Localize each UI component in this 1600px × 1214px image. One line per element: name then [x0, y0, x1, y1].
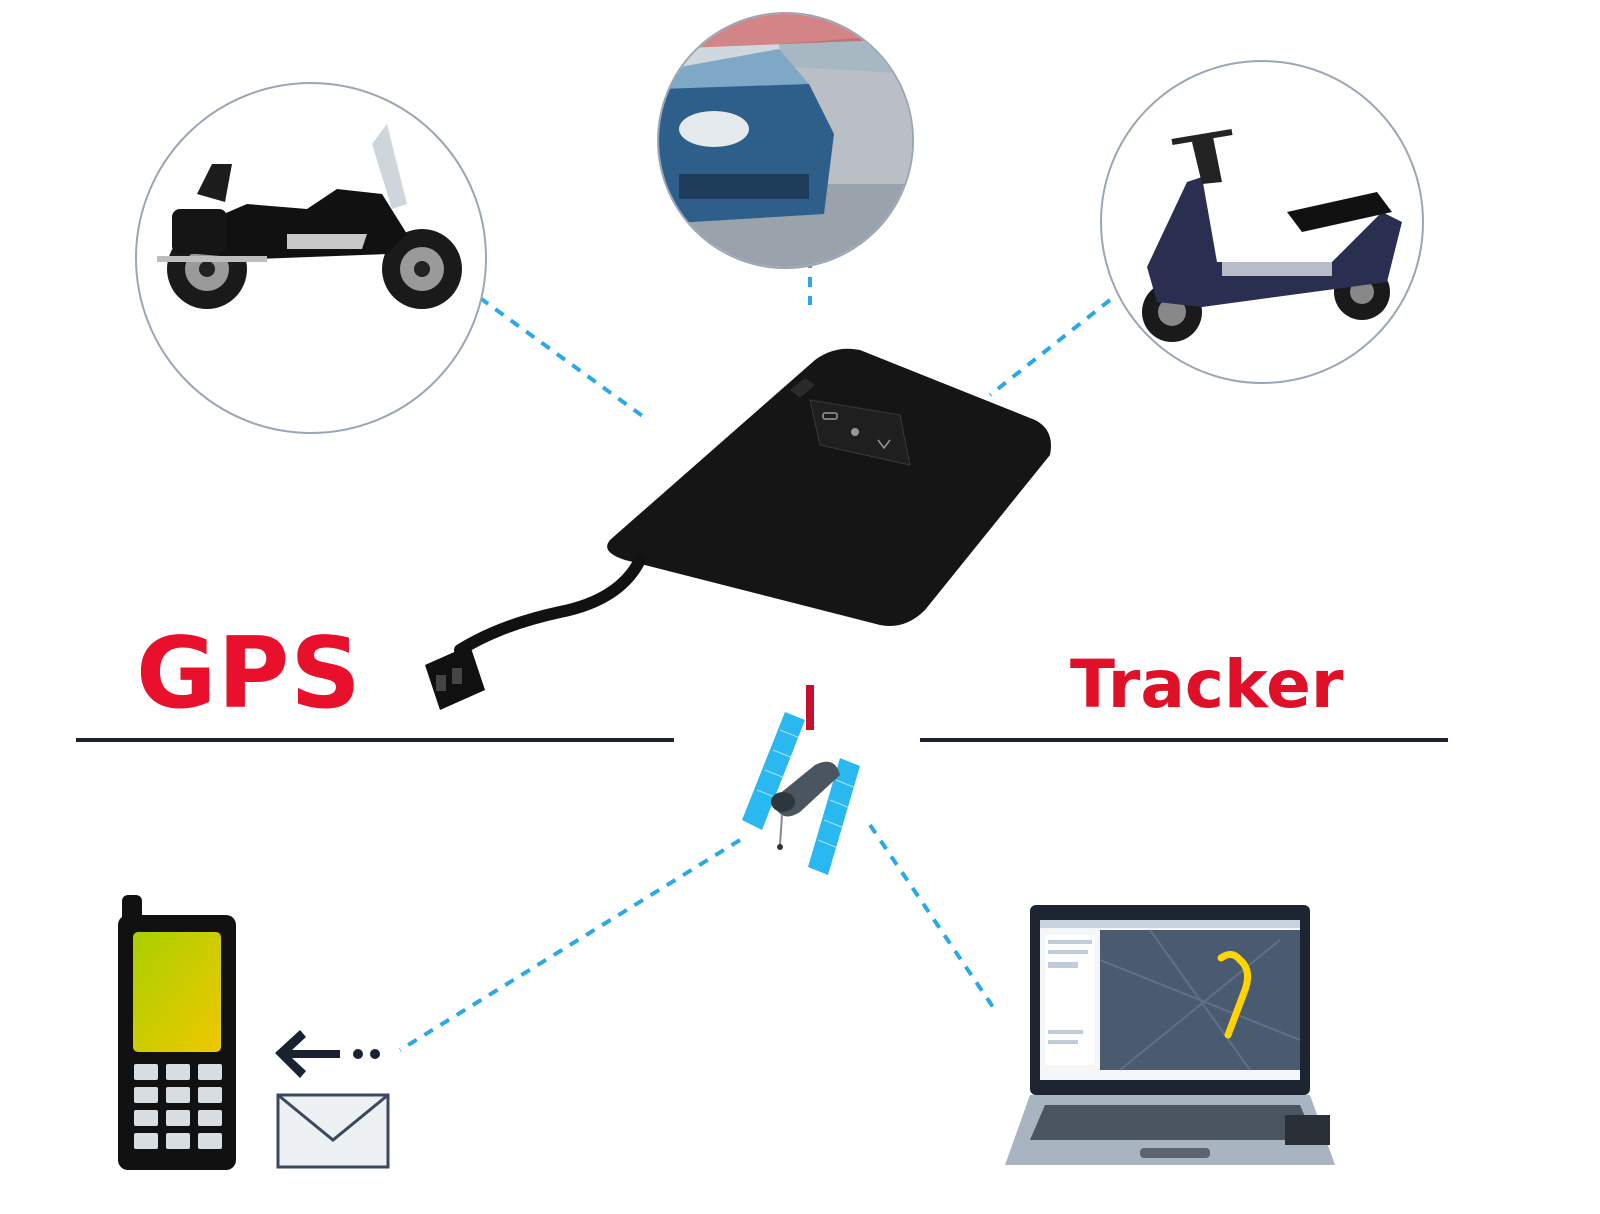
title-gps: GPS [136, 617, 362, 731]
cellular-signal-icon [877, 439, 891, 450]
link-motorcycle [478, 296, 650, 422]
right-divider [920, 738, 1448, 742]
left-divider [76, 738, 674, 742]
scooter-circle [1100, 60, 1424, 384]
envelope-icon [276, 1093, 390, 1169]
battery-icon [822, 412, 838, 420]
scooter-icon [1142, 129, 1402, 342]
cars-circle [657, 12, 914, 269]
satellite-signal-icon [851, 428, 859, 436]
link-phone [398, 838, 742, 1052]
arrow-left-icon [275, 1030, 380, 1078]
title-tracker: Tracker [1070, 646, 1344, 723]
link-scooter [988, 298, 1112, 397]
motorcycle-icon [157, 124, 462, 309]
cars-icon [659, 14, 912, 267]
motorcycle-circle [135, 82, 487, 434]
